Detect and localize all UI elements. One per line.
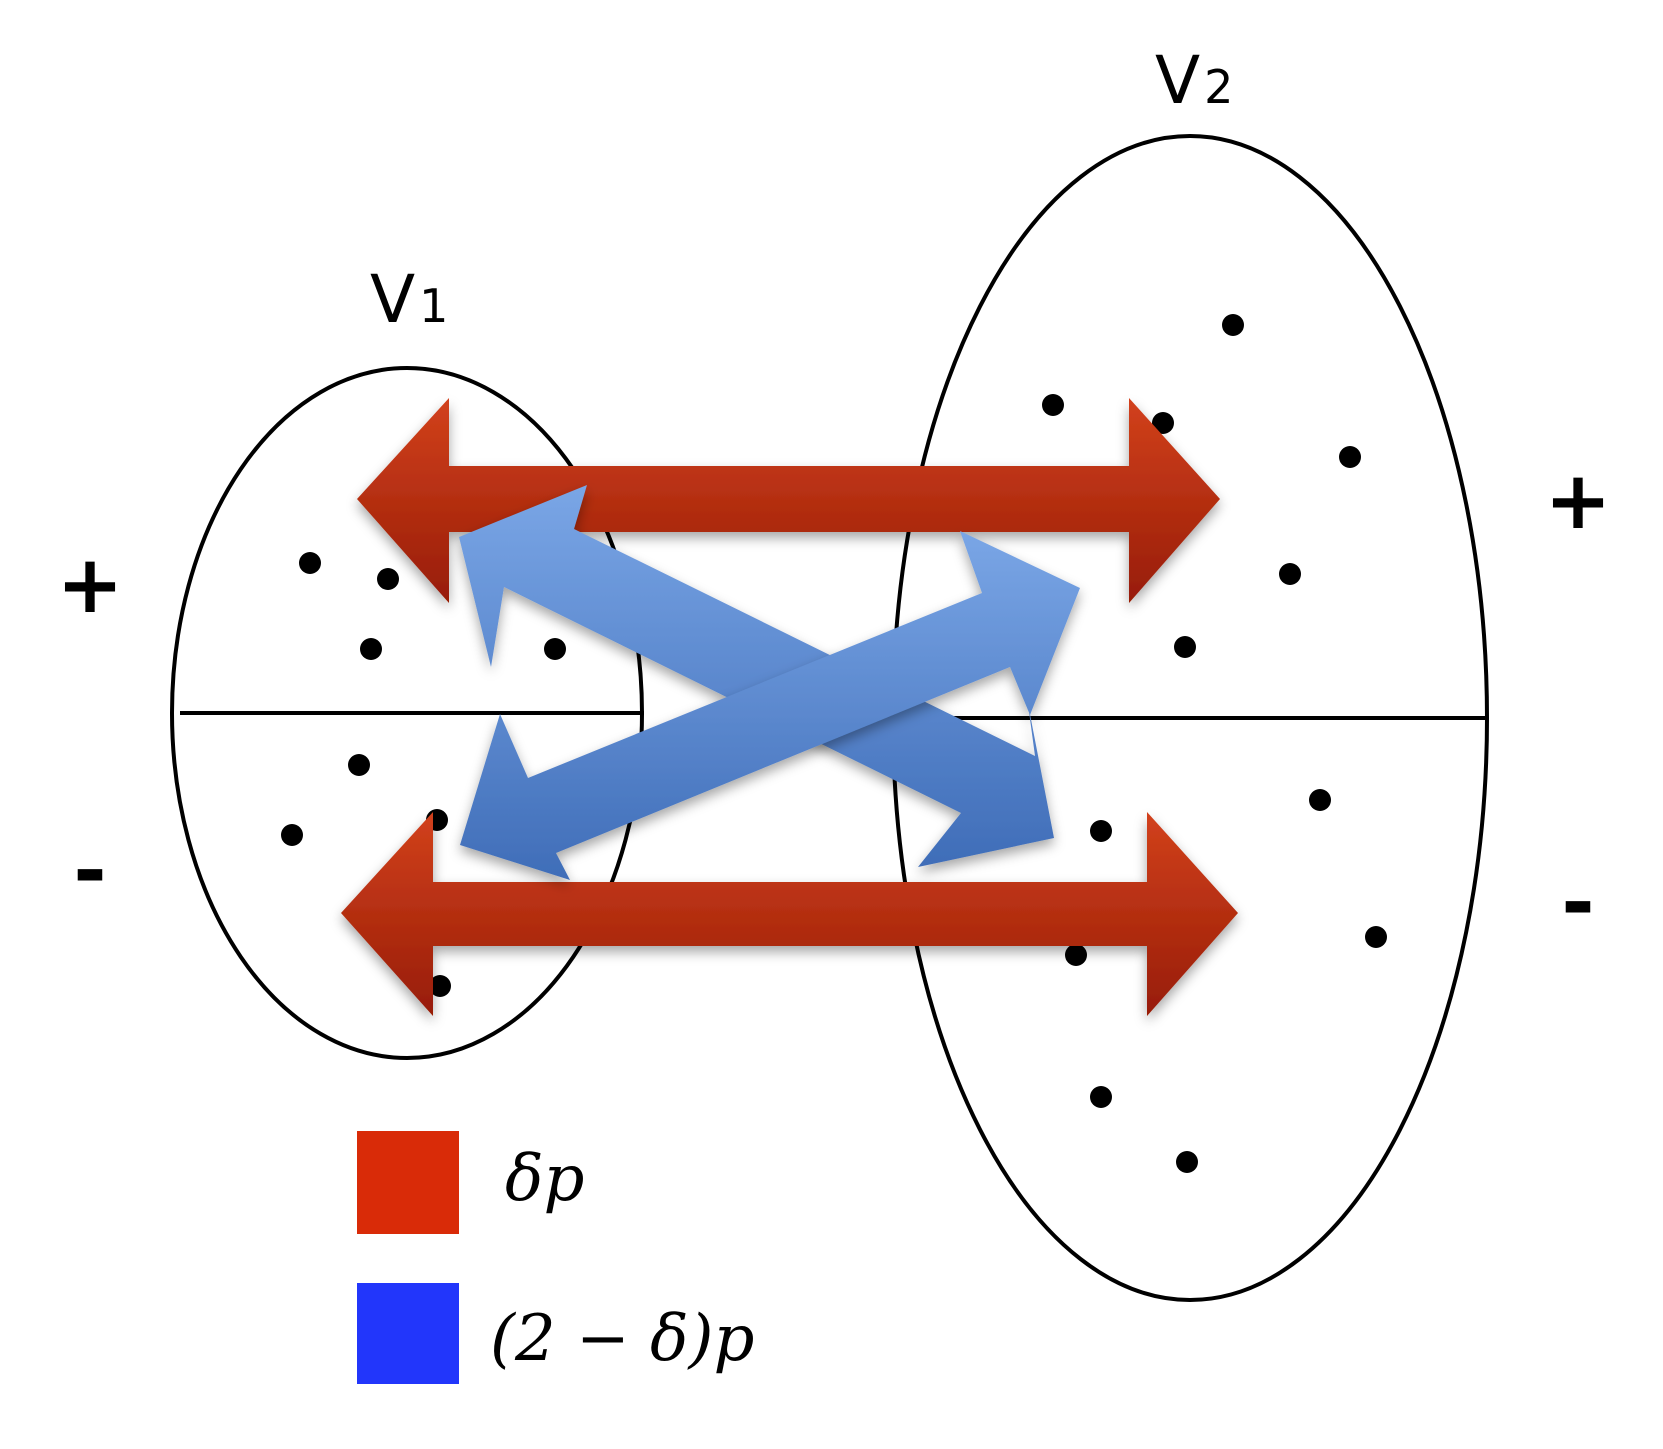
node [429,975,451,997]
legend-label-cross-p: (2 − δ)p [490,1302,754,1376]
node [1174,636,1196,658]
node [1309,789,1331,811]
node [1090,820,1112,842]
node [1365,926,1387,948]
set-v1-label: V1 [370,261,448,338]
v1-plus-sign: + [56,538,123,631]
intra-arrow-plus [357,398,1220,603]
legend-swatch-delta-p [357,1131,459,1234]
node [1065,944,1087,966]
node [544,638,566,660]
node [1042,394,1064,416]
node [1152,412,1174,434]
node [299,552,321,574]
legend-label-delta-p: δp [505,1142,585,1216]
node [1090,1086,1112,1108]
set-v2-nodes [1042,314,1387,1173]
cross-arrow-ascending [460,531,1080,880]
node [1339,446,1361,468]
node [377,568,399,590]
node [1222,314,1244,336]
node [281,824,303,846]
legend: δp (2 − δ)p [357,1131,754,1384]
cross-arrow-descending [459,485,1054,867]
intra-arrow-minus [341,812,1238,1016]
node [1279,563,1301,585]
node [348,754,370,776]
node [360,638,382,660]
legend-swatch-cross-p [357,1283,459,1384]
set-v2-label: V2 [1155,42,1233,119]
v1-minus-sign: - [73,824,106,917]
v2-plus-sign: + [1544,454,1611,547]
node [1176,1151,1198,1173]
v2-minus-sign: - [1561,856,1594,949]
